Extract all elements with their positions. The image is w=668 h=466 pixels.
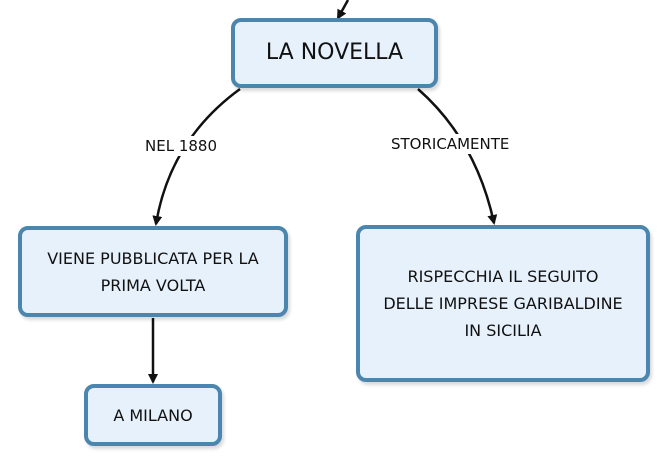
concept-node-la-novella[interactable]: LA NOVELLA: [231, 18, 438, 88]
link-label-storicamente: STORICAMENTE: [388, 134, 513, 154]
concept-node-rispecchia[interactable]: RISPECCHIA IL SEGUITO DELLE IMPRESE GARI…: [356, 225, 650, 382]
concept-node-label: VIENE PUBBLICATA PER LA PRIMA VOLTA: [47, 248, 259, 295]
connector-novella-to-rispecchia: [417, 88, 498, 225]
concept-node-viene-pubblicata[interactable]: VIENE PUBBLICATA PER LA PRIMA VOLTA: [18, 226, 288, 317]
concept-node-label: LA NOVELLA: [265, 40, 404, 65]
connector-from-top: [336, 0, 350, 20]
concept-node-label: RISPECCHIA IL SEGUITO DELLE IMPRESE GARI…: [383, 267, 623, 340]
concept-node-a-milano[interactable]: A MILANO: [84, 384, 222, 446]
connector-novella-to-viene: [152, 87, 241, 226]
concept-node-label: A MILANO: [113, 405, 193, 425]
link-label-nel-1880: NEL 1880: [142, 136, 220, 156]
